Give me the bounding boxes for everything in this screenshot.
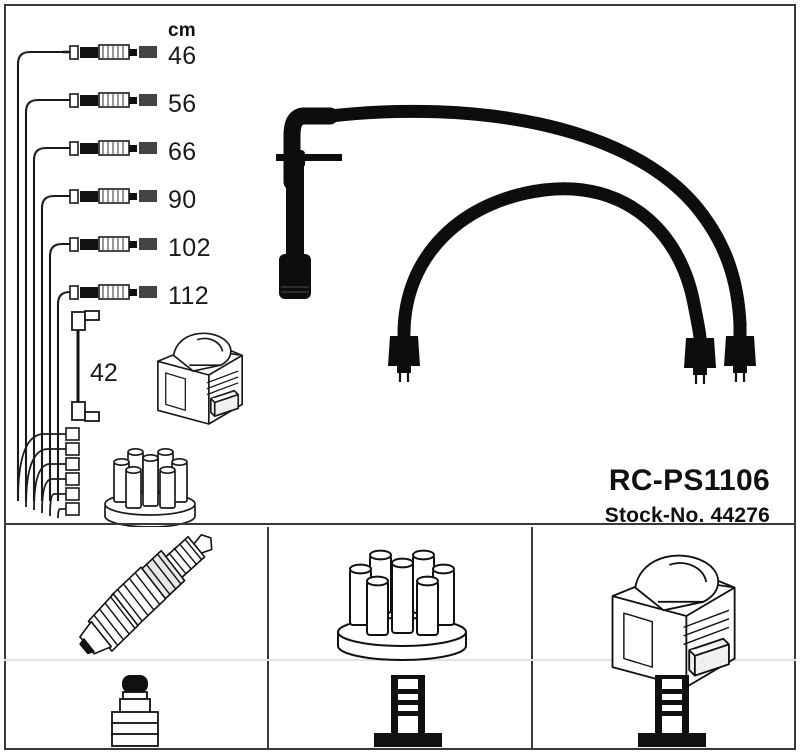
cable-length-label-6: 112 [168, 282, 210, 310]
cable-length-label-5: 102 [168, 234, 211, 262]
harness-terminal-ends [65, 427, 80, 516]
cable-short [388, 182, 716, 384]
coil-lead-42 [71, 310, 100, 422]
sheet-border [4, 4, 796, 750]
legend-divider-1 [267, 527, 269, 750]
ignition-cable-assembly [276, 104, 756, 384]
distributor-cap-icon [337, 549, 467, 661]
part-number-label: RC-PS1106 [608, 464, 770, 497]
legend-top-divider [4, 523, 796, 525]
plug-boot-connector-icon [111, 675, 159, 747]
coil-lead-length-label: 42 [90, 359, 118, 387]
cable-connector-group [63, 44, 157, 300]
spark-plug-icon [79, 533, 213, 655]
legend-icons [79, 533, 736, 747]
cable-length-schematic [16, 44, 756, 527]
cable-length-label-2: 56 [168, 90, 197, 118]
cable-long [276, 104, 756, 382]
distributor-terminal-icon [374, 675, 442, 747]
ignition-coil-icon [611, 554, 736, 688]
ignition-coil-icon [157, 332, 243, 425]
coil-terminal-icon [638, 675, 706, 747]
legend-divider-2 [531, 527, 533, 750]
main-drawing-area: cm 46 56 66 90 102 112 42 RC-PS1106 Stoc… [4, 4, 796, 527]
unit-header-label: cm [168, 20, 196, 41]
stock-number-label: Stock-No. 44276 [604, 504, 770, 527]
cable-length-label-1: 46 [168, 42, 197, 70]
cable-length-label-4: 90 [168, 186, 197, 214]
cable-length-label-3: 66 [168, 138, 197, 166]
legend-panel-row [4, 527, 796, 750]
distributor-cap-icon [104, 447, 196, 527]
